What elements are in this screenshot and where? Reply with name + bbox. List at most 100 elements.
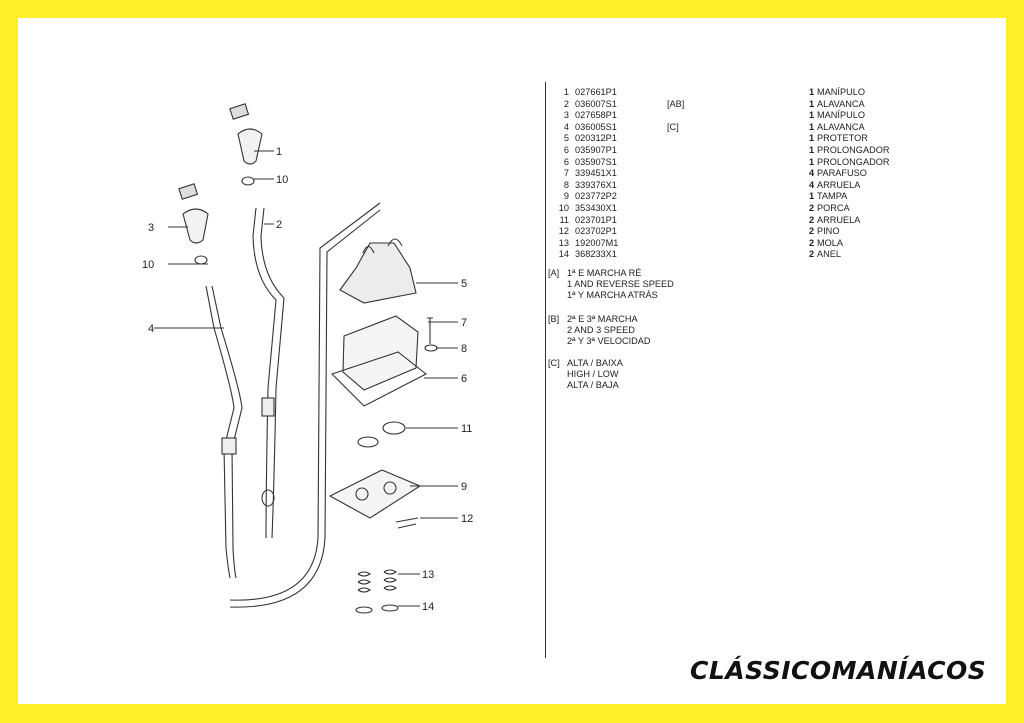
part-qty: 2 [809, 203, 815, 213]
part-num: 3 [563, 110, 569, 121]
extension-6-flange [330, 351, 428, 407]
part-code: 339376X1 [575, 179, 617, 190]
brand-watermark: CLÁSSICOMANÍACOS [690, 656, 987, 685]
boot-5-shape [339, 242, 417, 304]
part-desc: TAMPA [817, 191, 848, 202]
part-qty: 4 [809, 168, 815, 179]
part-note: [C] [667, 121, 679, 132]
part-qty: 2 [809, 237, 815, 248]
part-num: 6 [563, 156, 569, 167]
callout-10-lower: 10 [142, 259, 154, 271]
note-line: 2ª E 3ª MARCHA [567, 314, 638, 324]
lever-2-shape-b [260, 207, 285, 539]
part-code: 036007S1 [575, 98, 617, 109]
part-code: 035907S1 [575, 156, 617, 167]
part-num: 10 [558, 203, 569, 213]
callout-4: 4 [148, 323, 154, 335]
part-num: 4 [563, 121, 569, 132]
cover-9-hole-a [355, 487, 369, 501]
part-qty: 4 [809, 179, 815, 190]
boot-5-bellows [362, 238, 403, 254]
part-desc: PORCA [817, 203, 850, 213]
lever-4-shape-b [211, 285, 243, 579]
part-code: 368233X1 [575, 249, 617, 260]
washer-11-b-shape [357, 436, 379, 448]
part-code: 035907P1 [575, 145, 617, 155]
part-code: 353430X1 [575, 203, 617, 213]
part-num: 11 [559, 214, 569, 225]
pin-12-shape [395, 517, 419, 529]
callout-5: 5 [461, 278, 467, 290]
part-qty: 1 [809, 191, 815, 202]
part-qty: 2 [809, 249, 815, 260]
part-qty: 1 [809, 110, 815, 121]
nut-10-lower-shape [194, 255, 208, 265]
part-qty: 1 [809, 156, 815, 167]
table-divider [545, 82, 546, 658]
part-code: 020312P1 [575, 133, 617, 144]
lever-4-grip [221, 437, 237, 455]
part-code: 036005S1 [575, 121, 617, 132]
part-desc: ALAVANCA [817, 121, 865, 132]
callout-1: 1 [276, 146, 282, 158]
part-num: 8 [563, 179, 569, 190]
part-code: 192007M1 [575, 237, 619, 248]
nut-10-upper-shape [241, 176, 255, 186]
part-desc: ARRUELA [817, 179, 861, 190]
cover-9-hole-b [383, 481, 397, 495]
ring-14-a-shape [355, 606, 373, 614]
assembly-outline-b [229, 209, 381, 608]
note-line: 1 AND REVERSE SPEED [567, 279, 674, 289]
lever-4-shape [205, 285, 235, 579]
spring-13-b-shape [383, 569, 397, 591]
part-num: 9 [563, 191, 569, 202]
note-tag: [C] [548, 358, 560, 368]
part-num: 5 [563, 133, 569, 144]
part-num: 7 [563, 168, 569, 179]
callout-2: 2 [276, 219, 282, 231]
part-num: 12 [558, 226, 569, 237]
part-desc: PROLONGADOR [817, 145, 890, 155]
part-code: 023772P2 [575, 191, 617, 202]
part-qty: 1 [809, 98, 815, 109]
callout-10-upper: 10 [276, 174, 288, 186]
assembly-outline [229, 202, 381, 601]
lever-2-ball [261, 489, 275, 507]
part-desc: PROTETOR [817, 133, 868, 144]
note-line: ALTA / BAJA [567, 380, 619, 390]
extension-6-shape [342, 315, 419, 391]
note-tag: [B] [548, 314, 560, 324]
callout-12: 12 [461, 513, 473, 525]
lever-2-shape [252, 207, 277, 539]
note-line: 2 AND 3 SPEED [567, 325, 635, 335]
callout-11: 11 [461, 423, 472, 435]
part-qty: 2 [809, 214, 815, 225]
part-desc: PROLONGADOR [817, 156, 890, 167]
part-qty: 1 [809, 133, 815, 144]
part-num: 13 [558, 237, 569, 248]
callout-7: 7 [461, 317, 467, 329]
note-tag: [A] [548, 268, 560, 278]
note-line: ALTA / BAIXA [567, 358, 623, 368]
part-desc: ANEL [817, 249, 842, 260]
note-line: 1ª Y MARCHA ATRÁS [567, 290, 658, 300]
part-qty: 2 [809, 226, 815, 237]
part-code: 023701P1 [575, 214, 617, 225]
shift-pattern-decal-3 [178, 183, 199, 200]
exploded-parts-diagram: 1 2 3 4 5 6 7 8 9 10 10 11 12 13 14 [142, 103, 473, 614]
part-num: 14 [558, 249, 569, 260]
washer-11-a-shape [382, 421, 406, 435]
part-desc: ALAVANCA [817, 98, 865, 109]
part-desc: PINO [817, 226, 840, 237]
part-num: 6 [563, 145, 569, 155]
callout-13: 13 [422, 569, 434, 581]
part-code: 027661P1 [575, 87, 617, 97]
shift-pattern-decal-1 [229, 103, 250, 120]
part-qty: 1 [809, 87, 815, 97]
part-qty: 1 [809, 145, 815, 155]
callout-6: 6 [461, 373, 467, 385]
part-num: 1 [563, 87, 569, 97]
spring-13-a-shape [357, 571, 371, 593]
note-line: HIGH / LOW [567, 369, 619, 379]
part-desc: ARRUELA [817, 214, 861, 225]
